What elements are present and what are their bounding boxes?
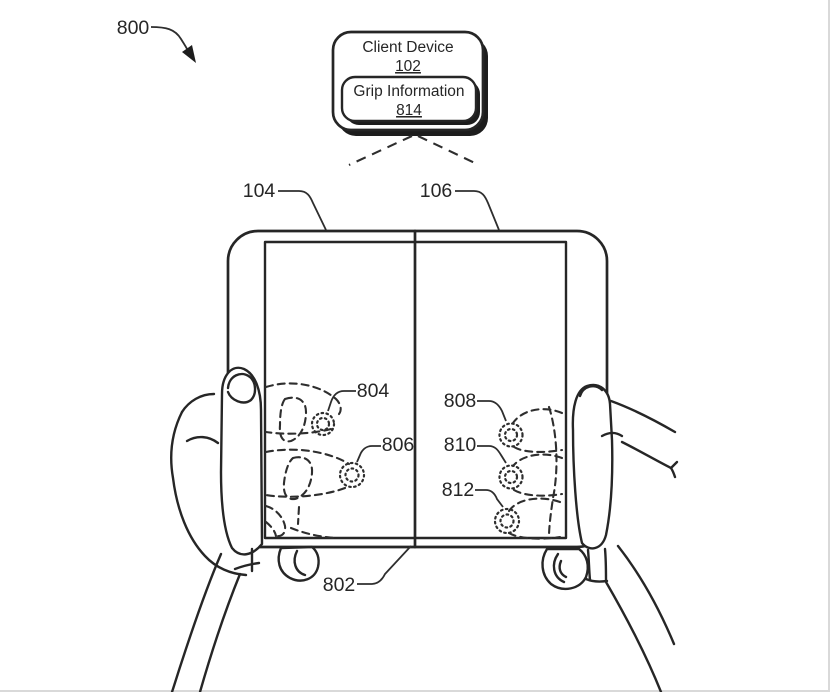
touch-point-labels: 804 806 808 810 812 <box>327 380 507 508</box>
hinge-ref-802: 802 <box>323 545 412 596</box>
leader-808 <box>477 400 507 422</box>
label-802: 802 <box>323 574 356 596</box>
leader-802 <box>357 545 412 585</box>
arrow-head-icon <box>182 45 196 63</box>
left-palm-outer-edge <box>170 410 248 577</box>
right-hand-edge-hook <box>669 460 679 479</box>
leader-810 <box>477 445 507 464</box>
touch-point-inner-ring <box>315 416 331 432</box>
right-finger3-top-outline <box>507 497 562 513</box>
right-thumb-nail <box>578 384 604 398</box>
client-device-ref: 102 <box>395 58 421 75</box>
left-finger1-crease <box>278 396 308 443</box>
figure-ref-arrow-line <box>150 26 190 54</box>
touch-point-inner-ring <box>503 427 519 443</box>
leader-106 <box>455 190 500 231</box>
right-hand-inner-edge <box>620 440 673 470</box>
touch-point-inner-ring <box>503 469 519 485</box>
screen-ref-104: 104 <box>243 180 327 231</box>
left-curled-finger-inner <box>293 549 307 577</box>
right-curled-finger-inner <box>552 552 566 584</box>
touch-point-806 <box>338 461 366 489</box>
connection-dashed-lines <box>348 135 478 166</box>
figure-ref-label: 800 <box>117 17 150 39</box>
right-palm-edge-outline <box>547 405 558 539</box>
right-hand-crease <box>600 431 624 438</box>
right-forearm-inner <box>604 580 663 692</box>
touch-point-outer-ring <box>498 422 524 448</box>
left-finger4-outline <box>289 526 337 540</box>
left-forearm-outer <box>170 552 223 692</box>
touch-points <box>310 411 524 535</box>
right-curled-finger-inner2 <box>558 559 568 579</box>
grip-information-title: Grip Information <box>353 83 464 100</box>
connection-dash-left <box>348 135 413 166</box>
touch-point-inner-ring <box>499 513 515 529</box>
right-thumb-base-crease <box>584 577 609 583</box>
label-104: 104 <box>243 180 276 202</box>
label-812: 812 <box>442 479 475 501</box>
right-finger2-bottom-outline <box>512 488 564 497</box>
label-806: 806 <box>382 434 415 456</box>
touch-point-812 <box>493 507 521 535</box>
right-thumb-base-left-line <box>586 548 592 582</box>
dual-screen-device <box>226 229 609 549</box>
touch-point-810 <box>498 464 524 490</box>
right-forearm-outer <box>616 544 676 646</box>
left-finger2-bottom-outline <box>264 486 347 498</box>
left-finger3-outline <box>264 504 287 538</box>
connection-dash-right <box>417 135 478 165</box>
left-finger2-top-outline <box>264 448 351 466</box>
left-forearm-inner <box>198 572 242 692</box>
leader-104 <box>278 190 327 231</box>
figure-ref-800-group: 800 <box>117 17 196 63</box>
touch-point-outer-ring <box>310 411 336 437</box>
touch-point-outer-ring <box>493 507 521 535</box>
touch-point-804 <box>310 411 336 437</box>
left-finger1-top-outline <box>264 382 342 416</box>
leader-812 <box>475 489 504 508</box>
left-palm-crease <box>185 435 220 445</box>
right-finger3-bottom-outline <box>507 531 562 540</box>
left-thumb-nail <box>226 372 257 404</box>
right-thumb-base-right-line <box>603 547 608 582</box>
left-thumb <box>219 366 264 556</box>
touch-point-inner-ring <box>344 467 360 483</box>
touch-point-outer-ring <box>498 464 524 490</box>
left-palm-top-edge <box>180 392 216 414</box>
label-804: 804 <box>357 380 390 402</box>
client-device-box: Client Device 102 Grip Information 814 <box>331 30 488 136</box>
label-810: 810 <box>444 434 477 456</box>
grip-information-ref: 814 <box>396 102 422 119</box>
left-finger3-crease <box>296 505 301 526</box>
right-hand <box>541 383 679 692</box>
left-hand <box>170 366 320 692</box>
right-hand-top-edge <box>609 399 677 434</box>
right-finger2-top-outline <box>511 453 564 468</box>
right-curled-finger <box>541 547 589 591</box>
left-finger5-outline <box>264 520 278 538</box>
right-finger1-bottom-outline <box>512 445 564 454</box>
right-finger1-top-outline <box>511 408 564 425</box>
left-palm-bottom-crease <box>233 561 261 571</box>
device-bezel <box>226 229 609 549</box>
left-curled-finger <box>277 545 320 582</box>
screen-ref-106: 106 <box>420 180 500 231</box>
touch-point-outer-ring <box>338 461 366 489</box>
grip-information-box: Grip Information 814 <box>340 75 480 125</box>
label-808: 808 <box>444 390 477 412</box>
label-106: 106 <box>420 180 453 202</box>
leader-804 <box>327 390 356 412</box>
leader-806 <box>356 445 381 463</box>
grip-outline-right-screen <box>507 405 564 540</box>
touch-point-808 <box>498 422 524 448</box>
left-finger2-crease <box>282 456 314 501</box>
client-device-title: Client Device <box>362 39 453 56</box>
right-thumb <box>571 383 614 550</box>
grip-information-box-frame <box>340 75 478 123</box>
